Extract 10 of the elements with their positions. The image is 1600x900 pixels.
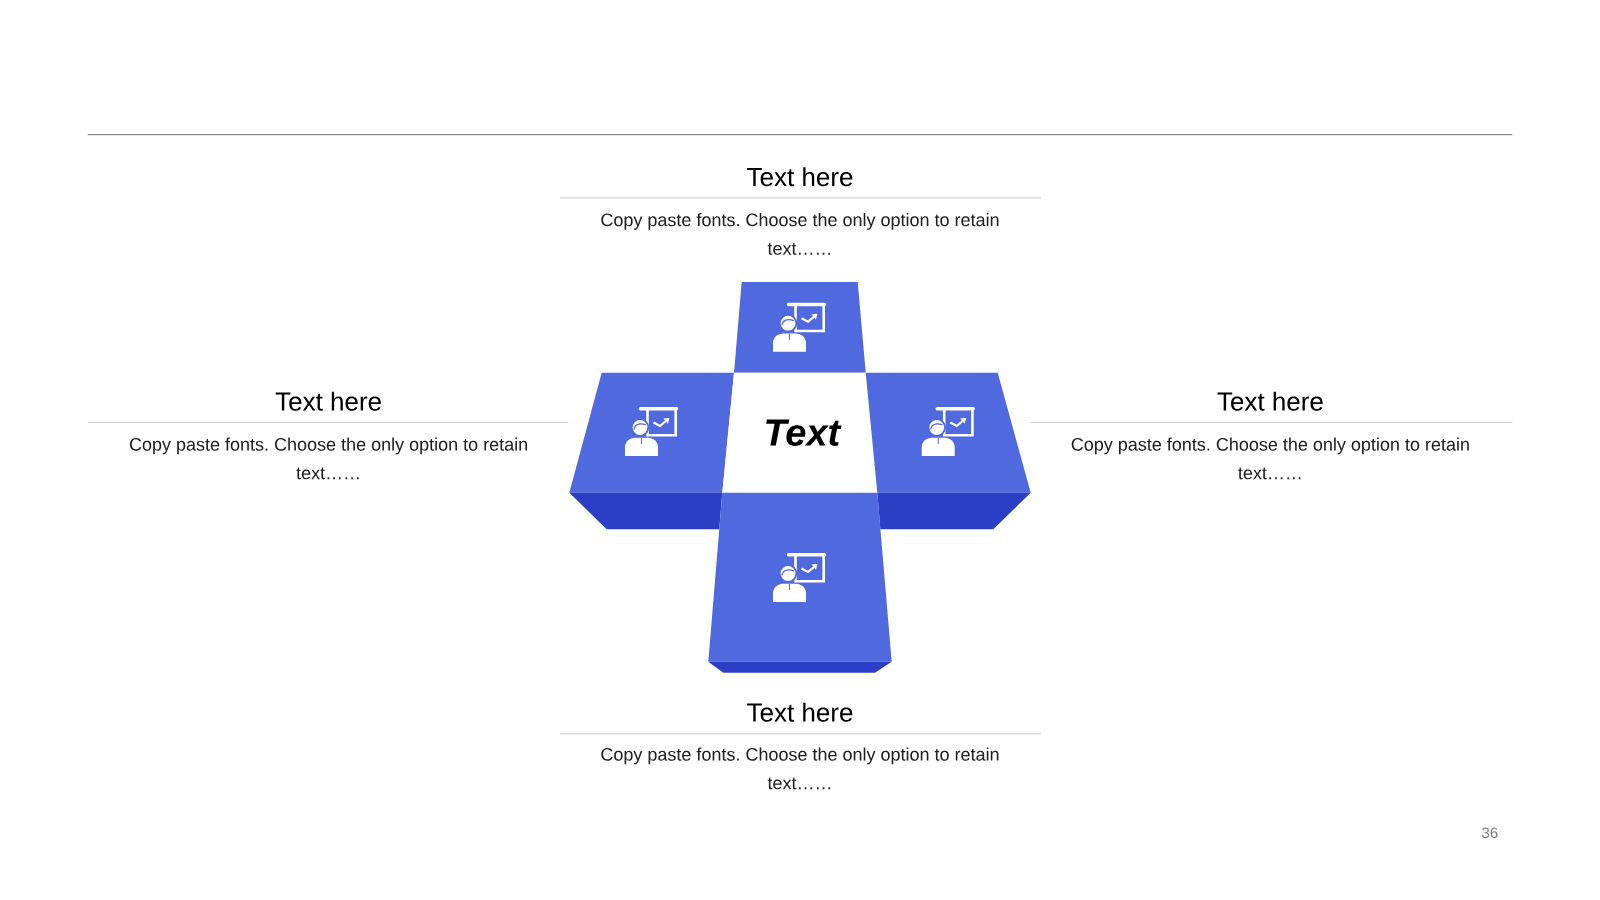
body-text: Copy paste fonts. Choose the only option to retain text…… (129, 437, 527, 480)
body-text: Copy paste fonts. Choose the only option to retain text…… (1071, 437, 1469, 480)
heading: Text here (1217, 391, 1323, 411)
body-text: Copy paste fonts. Choose the only option to retain text…… (601, 213, 999, 255)
heading: Text here (747, 167, 853, 187)
heading: Text here (747, 702, 853, 722)
heading: Text here (275, 391, 381, 411)
page-number: 36 (1482, 827, 1498, 839)
body-text: Copy paste fonts. Choose the only option to retain text…… (601, 747, 999, 790)
node-label: Text (766, 419, 842, 446)
